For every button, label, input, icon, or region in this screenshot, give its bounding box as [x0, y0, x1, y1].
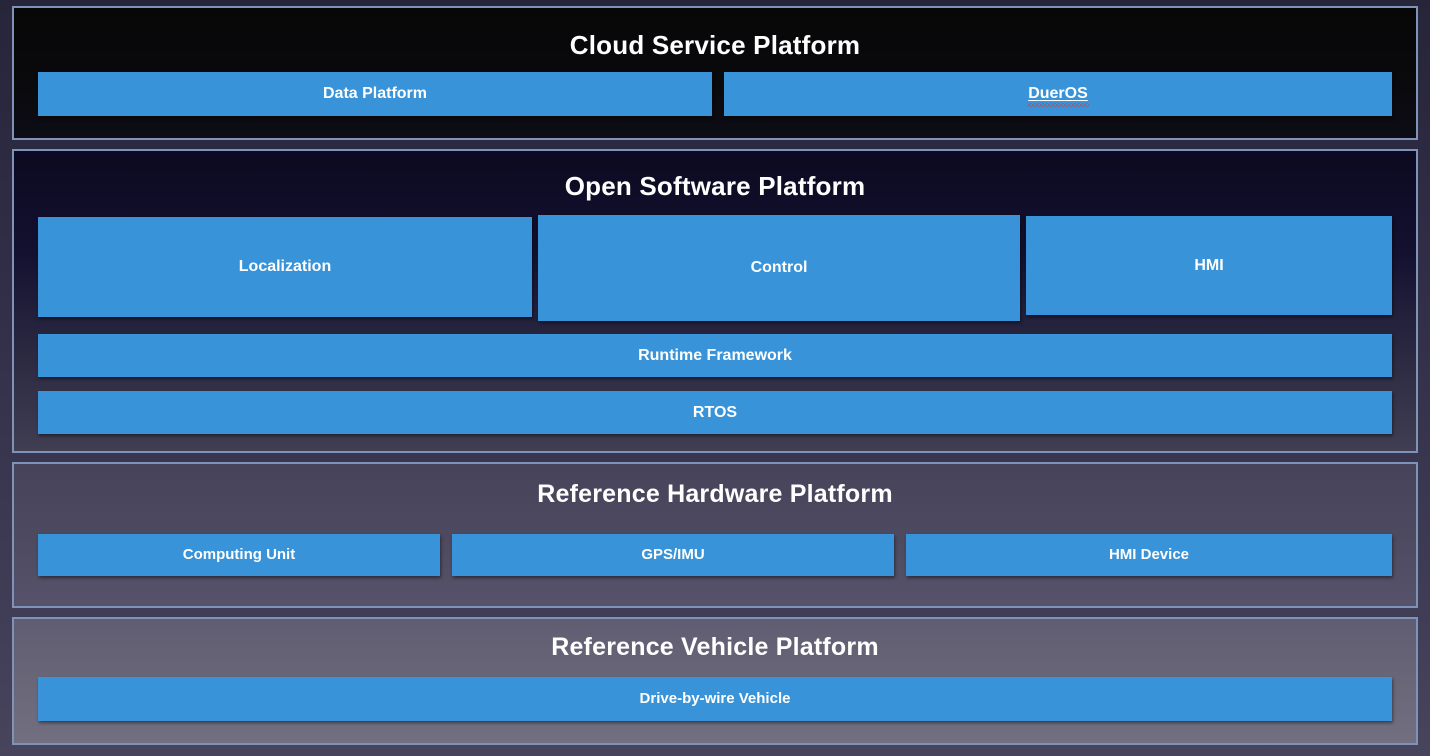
block-hmi[interactable]: HMI: [1026, 216, 1392, 315]
block-localization[interactable]: Localization: [38, 217, 532, 317]
block-label-rtos: RTOS: [692, 403, 738, 421]
block-label-control: Control: [750, 259, 808, 277]
block-label-dueros: DuerOS: [1027, 84, 1089, 108]
layer-title-reference-hardware-platform: Reference Hardware Platform: [537, 480, 893, 508]
block-rtos[interactable]: RTOS: [38, 391, 1392, 434]
block-label-hmi: HMI: [1194, 256, 1224, 274]
block-control[interactable]: Control: [538, 215, 1020, 321]
block-label-gps-imu: GPS/IMU: [641, 546, 705, 563]
block-label-hmi-device: HMI Device: [1108, 546, 1190, 563]
block-computing-unit[interactable]: Computing Unit: [38, 534, 440, 576]
block-data-platform[interactable]: Data Platform: [38, 72, 712, 116]
layer-cloud-service-platform: Cloud Service Platform Data Platform Due…: [12, 6, 1418, 140]
block-label-computing-unit: Computing Unit: [182, 546, 296, 563]
block-drive-by-wire-vehicle[interactable]: Drive-by-wire Vehicle: [38, 677, 1392, 721]
block-dueros[interactable]: DuerOS: [724, 72, 1392, 116]
layer-reference-hardware-platform: Reference Hardware Platform Computing Un…: [12, 462, 1418, 608]
layer-title-cloud-service-platform: Cloud Service Platform: [569, 30, 861, 60]
layer-title-open-software-platform: Open Software Platform: [564, 171, 866, 201]
layer-reference-vehicle-platform: Reference Vehicle Platform Drive-by-wire…: [12, 617, 1418, 745]
block-label-localization: Localization: [238, 258, 332, 276]
block-gps-imu[interactable]: GPS/IMU: [452, 534, 894, 576]
block-runtime-framework[interactable]: Runtime Framework: [38, 334, 1392, 377]
block-hmi-device[interactable]: HMI Device: [906, 534, 1392, 576]
block-label-data-platform: Data Platform: [322, 85, 428, 103]
block-label-runtime-framework: Runtime Framework: [638, 346, 792, 364]
block-label-drive-by-wire-vehicle: Drive-by-wire Vehicle: [639, 690, 791, 707]
layer-open-software-platform: Open Software Platform Localization Cont…: [12, 149, 1418, 453]
layer-title-reference-vehicle-platform: Reference Vehicle Platform: [551, 633, 879, 661]
